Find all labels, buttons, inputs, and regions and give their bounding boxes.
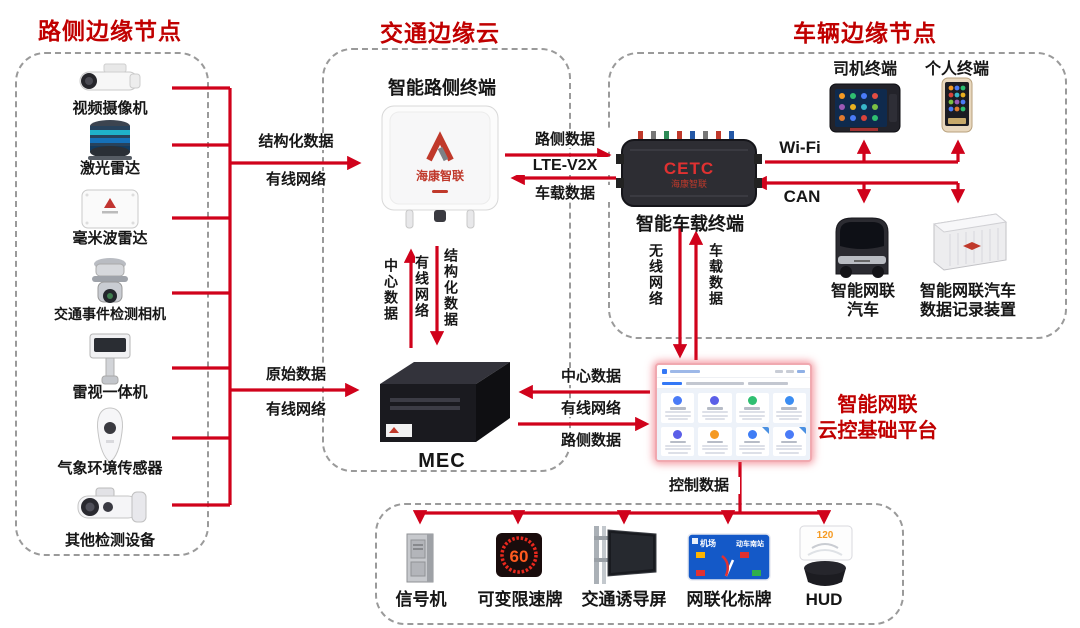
mec-server-image: [370, 354, 514, 450]
lte-v2x-label: LTE-V2X: [515, 157, 615, 176]
data-recorder-label: 智能网联汽车 数据记录装置: [919, 283, 1016, 320]
wired-network-label-3: 有线网络: [551, 400, 631, 418]
actuator-box: [375, 503, 904, 625]
variable-speed-sign-label: 可变限速牌: [477, 590, 563, 609]
wireless-network-label: 无线网络: [648, 243, 664, 307]
hud-label: HUD: [805, 590, 843, 609]
connected-vehicle-icon: [828, 210, 896, 280]
radar-vision-icon: [84, 330, 136, 386]
weather-sensor-label: 气象环境传感器: [57, 460, 163, 477]
video-camera-label: 视频摄像机: [72, 100, 148, 117]
hud-icon: 120: [794, 524, 856, 586]
signal-controller-label: 信号机: [395, 590, 447, 609]
raw-data-label: 原始数据: [248, 366, 344, 384]
card-icon: [710, 396, 720, 405]
cloud-platform-label: 智能网联 云控基础平台: [817, 394, 938, 442]
personal-terminal-icon: [938, 76, 976, 134]
mmwave-radar-label: 毫米波雷达: [72, 230, 148, 247]
video-camera-icon: [70, 60, 150, 100]
rsu-mec-structured-label: 结构化数据: [443, 248, 459, 328]
svg-text:CETC: CETC: [664, 159, 714, 178]
platform-card: [661, 393, 695, 423]
mec-label: MEC: [418, 450, 466, 472]
other-detector-label: 其他检测设备: [64, 532, 155, 549]
obu-label: 智能车载终端: [636, 214, 744, 234]
roadside-title: 路侧边缘节点: [38, 18, 182, 44]
svg-text:动车南站: 动车南站: [736, 539, 764, 548]
obu-device-image: CETC 海康智联: [614, 120, 764, 220]
weather-sensor-icon: [92, 406, 128, 464]
cloud-platform-screenshot: [655, 363, 812, 462]
roadside-bus-line: [172, 86, 232, 507]
can-label: CAN: [774, 187, 830, 207]
mmwave-radar-icon: [78, 186, 142, 232]
platform-card: [735, 426, 769, 456]
lidar-label: 激光雷达: [79, 160, 140, 177]
svg-text:机场: 机场: [700, 538, 716, 548]
platform-card: [772, 393, 806, 423]
wifi-line: [765, 139, 966, 164]
card-icon: [673, 429, 683, 439]
driver-terminal-label: 司机终端: [832, 61, 897, 78]
svg-text:海康智联: 海康智联: [671, 178, 707, 189]
svg-text:60: 60: [510, 547, 529, 566]
rsu-device-image: 海康智联: [376, 104, 504, 232]
other-detector-icon: [70, 486, 150, 532]
svg-text:海康智联: 海康智联: [416, 168, 464, 183]
structured-data-label: 结构化数据: [238, 133, 354, 151]
guidance-screen-icon: [586, 524, 660, 586]
roadside-edge-node-box: [15, 52, 209, 556]
rsu-mec-center-data-label: 中心数据: [383, 258, 399, 322]
roadside-data-label: 路侧数据: [515, 131, 615, 149]
platform-card-grid: [657, 389, 810, 460]
platform-logo: [662, 368, 667, 374]
center-data-label: 中心数据: [551, 368, 631, 386]
platform-card: [735, 393, 769, 423]
card-icon: [710, 429, 720, 439]
platform-card: [661, 426, 695, 456]
event-camera-icon: [84, 256, 136, 312]
connected-vehicle-label: 智能网联 汽车: [830, 283, 895, 320]
platform-header: [657, 365, 810, 378]
wifi-label: Wi-Fi: [768, 138, 832, 158]
card-icon: [673, 396, 683, 405]
platform-card: [698, 393, 732, 423]
vehicle-title: 车辆边缘节点: [793, 20, 937, 46]
variable-speed-sign-icon: 60: [494, 531, 544, 579]
personal-terminal-label: 个人终端: [924, 61, 989, 78]
event-camera-label: 交通事件检测相机: [54, 306, 166, 322]
card-icon: [784, 396, 794, 405]
rsu-label: 智能路侧终端: [388, 78, 496, 98]
networked-sign-label: 网联化标牌: [686, 590, 772, 609]
onboard-data-vertical-label: 车载数据: [708, 243, 724, 307]
edge-cloud-title: 交通边缘云: [380, 20, 500, 46]
platform-card: [698, 426, 732, 456]
platform-card: [772, 426, 806, 456]
card-icon: [747, 429, 757, 439]
card-icon: [747, 396, 757, 405]
driver-terminal-icon: [828, 82, 902, 136]
control-data-lines: [412, 462, 832, 525]
can-line: [752, 175, 966, 204]
wired-network-label-1: 有线网络: [245, 171, 347, 189]
platform-nav: [657, 378, 810, 389]
radar-vision-label: 雷视一体机: [72, 384, 148, 401]
data-recorder-icon: [926, 208, 1010, 274]
wired-network-label-2: 有线网络: [248, 401, 344, 419]
svg-text:120: 120: [817, 530, 834, 541]
control-data-label: 控制数据: [658, 477, 740, 495]
roadside-data-label-2: 路侧数据: [551, 432, 631, 450]
guidance-screen-label: 交通诱导屏: [581, 590, 667, 609]
signal-controller-icon: [404, 532, 438, 586]
networked-sign-icon: 机场 动车南站: [686, 532, 772, 582]
lidar-icon: [86, 118, 134, 164]
rsu-mec-wired-label: 有线网络: [414, 255, 430, 319]
card-icon: [784, 429, 794, 439]
traffic-edge-cloud-box: [322, 48, 571, 472]
onboard-data-label: 车载数据: [515, 185, 615, 203]
